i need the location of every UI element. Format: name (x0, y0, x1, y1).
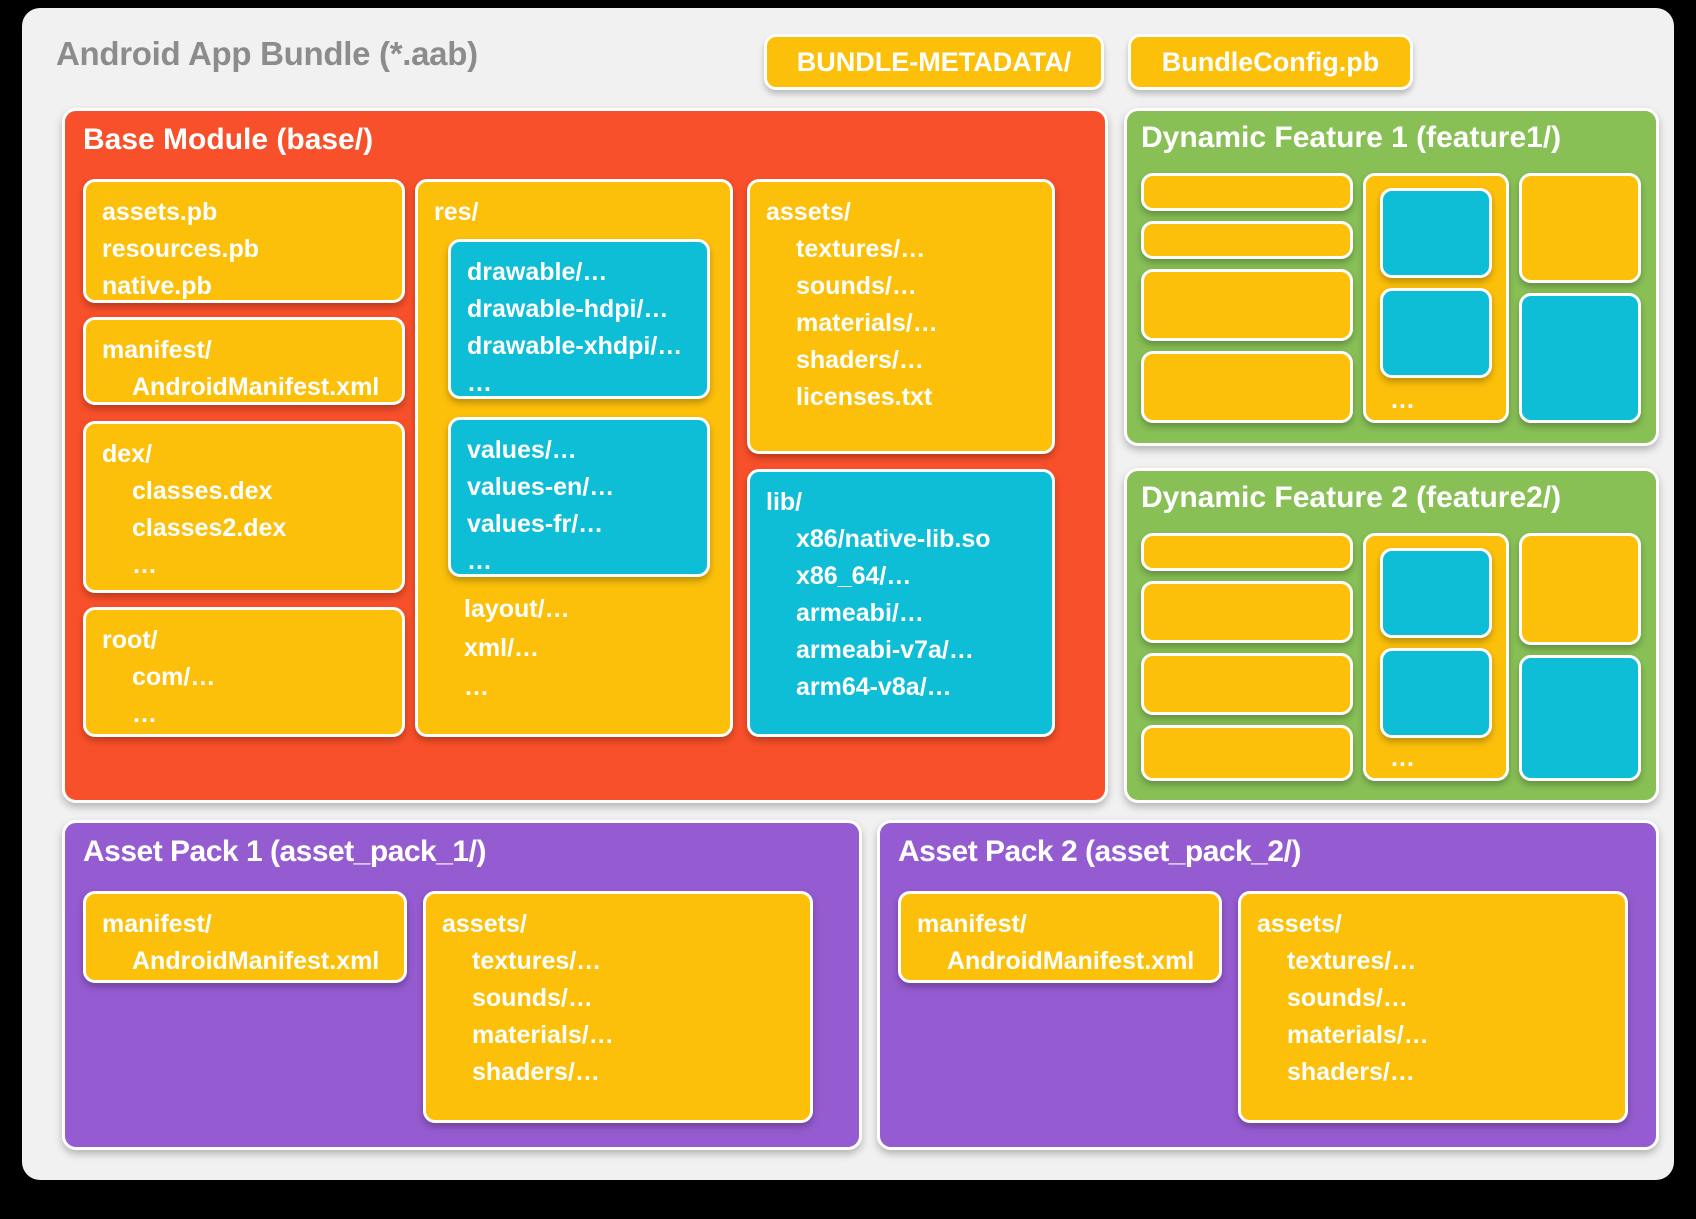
badge-bundle-metadata: BUNDLE-METADATA/ (764, 34, 1104, 90)
ap1-assets-root: assets/ (442, 910, 527, 938)
lib-child-1: x86_64/… (796, 562, 912, 590)
card-proto-files: assets.pb resources.pb native.pb (83, 179, 405, 303)
feature2-ellipsis: … (1390, 744, 1415, 772)
asset-pack-2-panel: Asset Pack 2 (asset_pack_2/) manifest/ A… (877, 820, 1659, 1150)
page-title: Android App Bundle (*.aab) (56, 35, 478, 72)
ap2-assets-child-0: textures/… (1287, 947, 1417, 975)
card-res-values: values/… values-en/… values-fr/… … (448, 417, 710, 577)
feature2-stub-3 (1141, 725, 1353, 781)
feature1-stub-3 (1141, 351, 1353, 423)
dynamic-feature-2-title: Dynamic Feature 2 (feature2/) (1141, 481, 1562, 514)
lib-child-3: armeabi-v7a/… (796, 636, 974, 664)
res-tail-1: xml/… (464, 633, 540, 662)
lib-child-2: armeabi/… (796, 599, 924, 627)
assets-root: assets/ (766, 198, 851, 226)
dex-root: dex/ (102, 440, 153, 468)
card-res: res/ drawable/… drawable-hdpi/… drawable… (415, 179, 733, 737)
ap2-assets-child-2: materials/… (1287, 1021, 1429, 1049)
feature2-stub-2 (1141, 653, 1353, 715)
res-values-0: values/… (467, 436, 577, 464)
card-res-drawables: drawable/… drawable-hdpi/… drawable-xhdp… (448, 239, 710, 399)
feature2-cyan-0 (1380, 548, 1492, 638)
res-values-1: values-en/… (467, 473, 615, 501)
lib-root: lib/ (766, 488, 803, 516)
ap2-assets-child-3: shaders/… (1287, 1058, 1415, 1086)
root-root: root/ (102, 626, 158, 654)
assets-child-3: shaders/… (796, 346, 924, 374)
feature2-cyan-right-0 (1519, 655, 1641, 781)
assets-child-0: textures/… (796, 235, 926, 263)
assets-child-2: materials/… (796, 309, 938, 337)
card-lib: lib/ x86/native-lib.so x86_64/… armeabi/… (747, 469, 1055, 737)
asset-pack-1-manifest-card: manifest/ AndroidManifest.xml (83, 891, 407, 983)
manifest-child-0: AndroidManifest.xml (132, 373, 380, 401)
feature2-stub-1 (1141, 581, 1353, 643)
asset-pack-1-assets-card: assets/ textures/… sounds/… materials/… … (423, 891, 813, 1123)
ap2-assets-child-1: sounds/… (1287, 984, 1408, 1012)
feature1-stub-2 (1141, 269, 1353, 341)
android-app-bundle-card: Android App Bundle (*.aab) BUNDLE-METADA… (22, 8, 1674, 1180)
ap1-assets-child-1: sounds/… (472, 984, 593, 1012)
lib-child-4: arm64-v8a/… (796, 673, 952, 701)
feature1-cyan-1 (1380, 288, 1492, 378)
root-child-0: com/… (132, 663, 216, 691)
card-dex: dex/ classes.dex classes2.dex … (83, 421, 405, 593)
lib-child-0: x86/native-lib.so (796, 525, 991, 553)
res-tail-list: layout/… xml/… … (464, 590, 570, 706)
feature2-cyan-1 (1380, 648, 1492, 738)
feature2-stub-0 (1141, 533, 1353, 571)
card-root-dir: root/ com/… … (83, 607, 405, 737)
asset-pack-2-manifest-card: manifest/ AndroidManifest.xml (898, 891, 1222, 983)
ap1-assets-child-2: materials/… (472, 1021, 614, 1049)
assets-child-4: licenses.txt (796, 383, 933, 411)
dynamic-feature-1-panel: Dynamic Feature 1 (feature1/) … (1124, 108, 1659, 446)
base-module-panel: Base Module (base/) assets.pb resources.… (62, 108, 1108, 803)
res-tail-0: layout/… (464, 595, 570, 623)
feature1-mixed-card: … (1363, 173, 1509, 423)
manifest-root: manifest/ (102, 336, 212, 364)
asset-pack-2-assets-card: assets/ textures/… sounds/… materials/… … (1238, 891, 1628, 1123)
root-child-ellipsis: … (132, 700, 157, 728)
feature2-stub-right-0 (1519, 533, 1641, 645)
dex-child-0: classes.dex (132, 477, 273, 505)
res-values-2: values-fr/… (467, 510, 604, 538)
proto-line-0: assets.pb (102, 198, 218, 226)
feature1-stub-right-0 (1519, 173, 1641, 283)
base-module-title: Base Module (base/) (83, 123, 374, 156)
ap2-manifest-root: manifest/ (917, 910, 1027, 938)
feature1-stub-1 (1141, 221, 1353, 259)
res-drawable-1: drawable-hdpi/… (467, 295, 669, 323)
card-manifest: manifest/ AndroidManifest.xml (83, 317, 405, 405)
feature1-cyan-0 (1380, 188, 1492, 278)
feature1-stub-0 (1141, 173, 1353, 211)
res-tail-ellipsis: … (464, 672, 489, 701)
ap1-manifest-root: manifest/ (102, 910, 212, 938)
assets-child-1: sounds/… (796, 272, 917, 300)
ap1-assets-child-0: textures/… (472, 947, 602, 975)
feature2-mixed-card: … (1363, 533, 1509, 781)
res-drawable-0: drawable/… (467, 258, 608, 286)
res-drawable-2: drawable-xhdpi/… (467, 332, 683, 360)
card-assets: assets/ textures/… sounds/… materials/… … (747, 179, 1055, 454)
ap2-assets-root: assets/ (1257, 910, 1342, 938)
feature1-ellipsis: … (1390, 386, 1415, 414)
dex-child-1: classes2.dex (132, 514, 287, 542)
ap1-assets-child-3: shaders/… (472, 1058, 600, 1086)
proto-line-1: resources.pb (102, 235, 260, 263)
asset-pack-1-panel: Asset Pack 1 (asset_pack_1/) manifest/ A… (62, 820, 862, 1150)
res-root: res/ (434, 198, 479, 226)
badge-bundle-config: BundleConfig.pb (1128, 34, 1413, 90)
proto-line-2: native.pb (102, 272, 212, 300)
dex-child-ellipsis: … (132, 551, 157, 579)
feature1-cyan-right-0 (1519, 293, 1641, 423)
dynamic-feature-2-panel: Dynamic Feature 2 (feature2/) … (1124, 468, 1659, 803)
ap2-manifest-child-0: AndroidManifest.xml (947, 947, 1195, 975)
dynamic-feature-1-title: Dynamic Feature 1 (feature1/) (1141, 121, 1562, 154)
res-values-ellipsis: … (467, 547, 492, 575)
asset-pack-1-title: Asset Pack 1 (asset_pack_1/) (83, 835, 486, 868)
ap1-manifest-child-0: AndroidManifest.xml (132, 947, 380, 975)
asset-pack-2-title: Asset Pack 2 (asset_pack_2/) (898, 835, 1301, 868)
res-drawable-ellipsis: … (467, 369, 492, 397)
